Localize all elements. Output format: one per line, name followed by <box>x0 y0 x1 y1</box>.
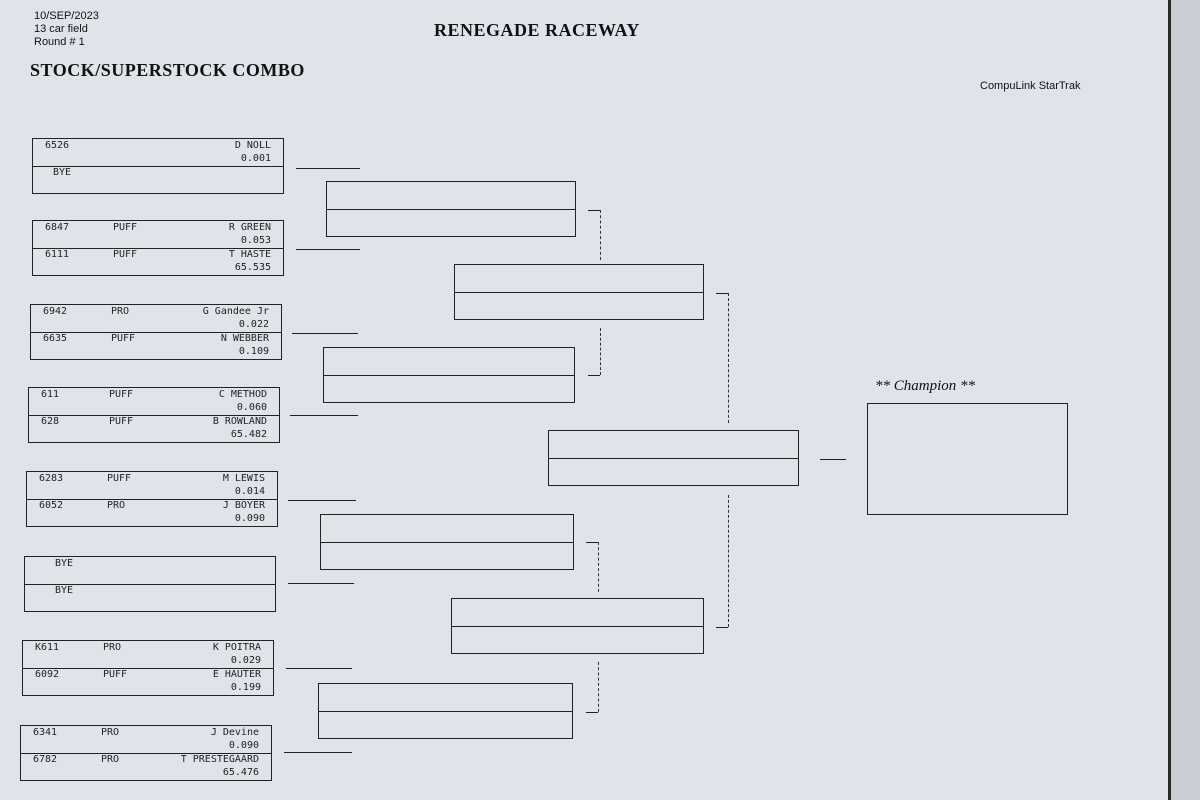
meta-block: 10/SEP/2023 13 car field Round # 1 <box>34 10 99 49</box>
reaction-time: 0.053 <box>240 235 271 246</box>
car-class: PUFF <box>103 669 128 680</box>
car-number: 6283 <box>39 473 64 484</box>
bye-label: BYE <box>55 558 74 569</box>
driver-name: K POITRA <box>212 642 261 653</box>
round2-slot-4 <box>318 683 573 739</box>
round2-slot-3 <box>320 514 574 570</box>
car-number: 628 <box>41 416 60 427</box>
bracket-sheet: 10/SEP/2023 13 car field Round # 1 RENEG… <box>0 0 1171 800</box>
pair-4: 611 PUFF C METHOD 0.060 628 PUFF B ROWLA… <box>28 387 280 443</box>
pair-2: 6847 PUFF R GREEN 0.053 6111 PUFF T HAST… <box>32 220 284 276</box>
race-date: 10/SEP/2023 <box>34 10 99 22</box>
car-number: 6847 <box>45 222 70 233</box>
reaction-time: 0.014 <box>234 486 265 497</box>
reaction-time: 65.482 <box>230 429 267 440</box>
car-number: 6052 <box>39 500 64 511</box>
driver-name: J Devine <box>210 727 259 738</box>
car-number: 611 <box>41 389 60 400</box>
driver-name: E HAUTER <box>212 669 261 680</box>
field-size: 13 car field <box>34 23 88 35</box>
car-class: PUFF <box>109 416 134 427</box>
car-class: PRO <box>101 754 120 765</box>
reaction-time: 0.022 <box>238 319 269 330</box>
car-class: PUFF <box>113 222 138 233</box>
vendor-label: CompuLink StarTrak <box>980 80 1081 92</box>
car-class: PUFF <box>107 473 132 484</box>
driver-name: N WEBBER <box>220 333 269 344</box>
driver-name: T PRESTEGAARD <box>180 754 259 765</box>
pair-7: K611 PRO K POITRA 0.029 6092 PUFF E HAUT… <box>22 640 274 696</box>
car-number: 6341 <box>33 727 58 738</box>
car-class: PUFF <box>113 249 138 260</box>
car-class: PRO <box>107 500 126 511</box>
driver-name: T HASTE <box>228 249 271 260</box>
driver-name: B ROWLAND <box>212 416 267 427</box>
car-class: PRO <box>111 306 130 317</box>
reaction-time: 65.535 <box>234 262 271 273</box>
car-class: PUFF <box>111 333 136 344</box>
round-label: Round # 1 <box>34 36 85 48</box>
car-number: 6092 <box>35 669 60 680</box>
champion-box <box>867 403 1068 515</box>
champion-label: ** Champion ** <box>875 378 976 394</box>
track-title: RENEGADE RACEWAY <box>434 20 640 40</box>
reaction-time: 0.029 <box>230 655 261 666</box>
reaction-time: 0.090 <box>228 740 259 751</box>
reaction-time: 0.199 <box>230 682 261 693</box>
car-number: 6635 <box>43 333 68 344</box>
car-number: K611 <box>35 642 60 653</box>
round2-slot-2 <box>323 347 575 403</box>
driver-name: D NOLL <box>234 140 271 151</box>
reaction-time: 0.060 <box>236 402 267 413</box>
driver-name: M LEWIS <box>222 473 265 484</box>
driver-name: G Gandee Jr <box>202 306 269 317</box>
driver-name: R GREEN <box>228 222 271 233</box>
class-title: STOCK/SUPERSTOCK COMBO <box>30 60 305 80</box>
bye-label: BYE <box>55 585 74 596</box>
car-class: PRO <box>101 727 120 738</box>
reaction-time: 0.001 <box>240 153 271 164</box>
pair-5: 6283 PUFF M LEWIS 0.014 6052 PRO J BOYER… <box>26 471 278 527</box>
car-class: PRO <box>103 642 122 653</box>
reaction-time: 0.090 <box>234 513 265 524</box>
car-class: PUFF <box>109 389 134 400</box>
driver-name: J BOYER <box>222 500 265 511</box>
pair-3: 6942 PRO G Gandee Jr 0.022 6635 PUFF N W… <box>30 304 282 360</box>
pair-8: 6341 PRO J Devine 0.090 6782 PRO T PREST… <box>20 725 272 781</box>
pair-6: BYE BYE <box>24 556 276 612</box>
round3-slot-2 <box>451 598 704 654</box>
pair-1: 6526 D NOLL 0.001 BYE <box>32 138 284 194</box>
bye-label: BYE <box>53 167 72 178</box>
reaction-time: 65.476 <box>222 767 259 778</box>
driver-name: C METHOD <box>218 389 267 400</box>
car-number: 6111 <box>45 249 70 260</box>
car-number: 6782 <box>33 754 58 765</box>
car-number: 6526 <box>45 140 70 151</box>
reaction-time: 0.109 <box>238 346 269 357</box>
car-number: 6942 <box>43 306 68 317</box>
round3-slot-1 <box>454 264 704 320</box>
round2-slot-1 <box>326 181 576 237</box>
final-slot <box>548 430 799 486</box>
